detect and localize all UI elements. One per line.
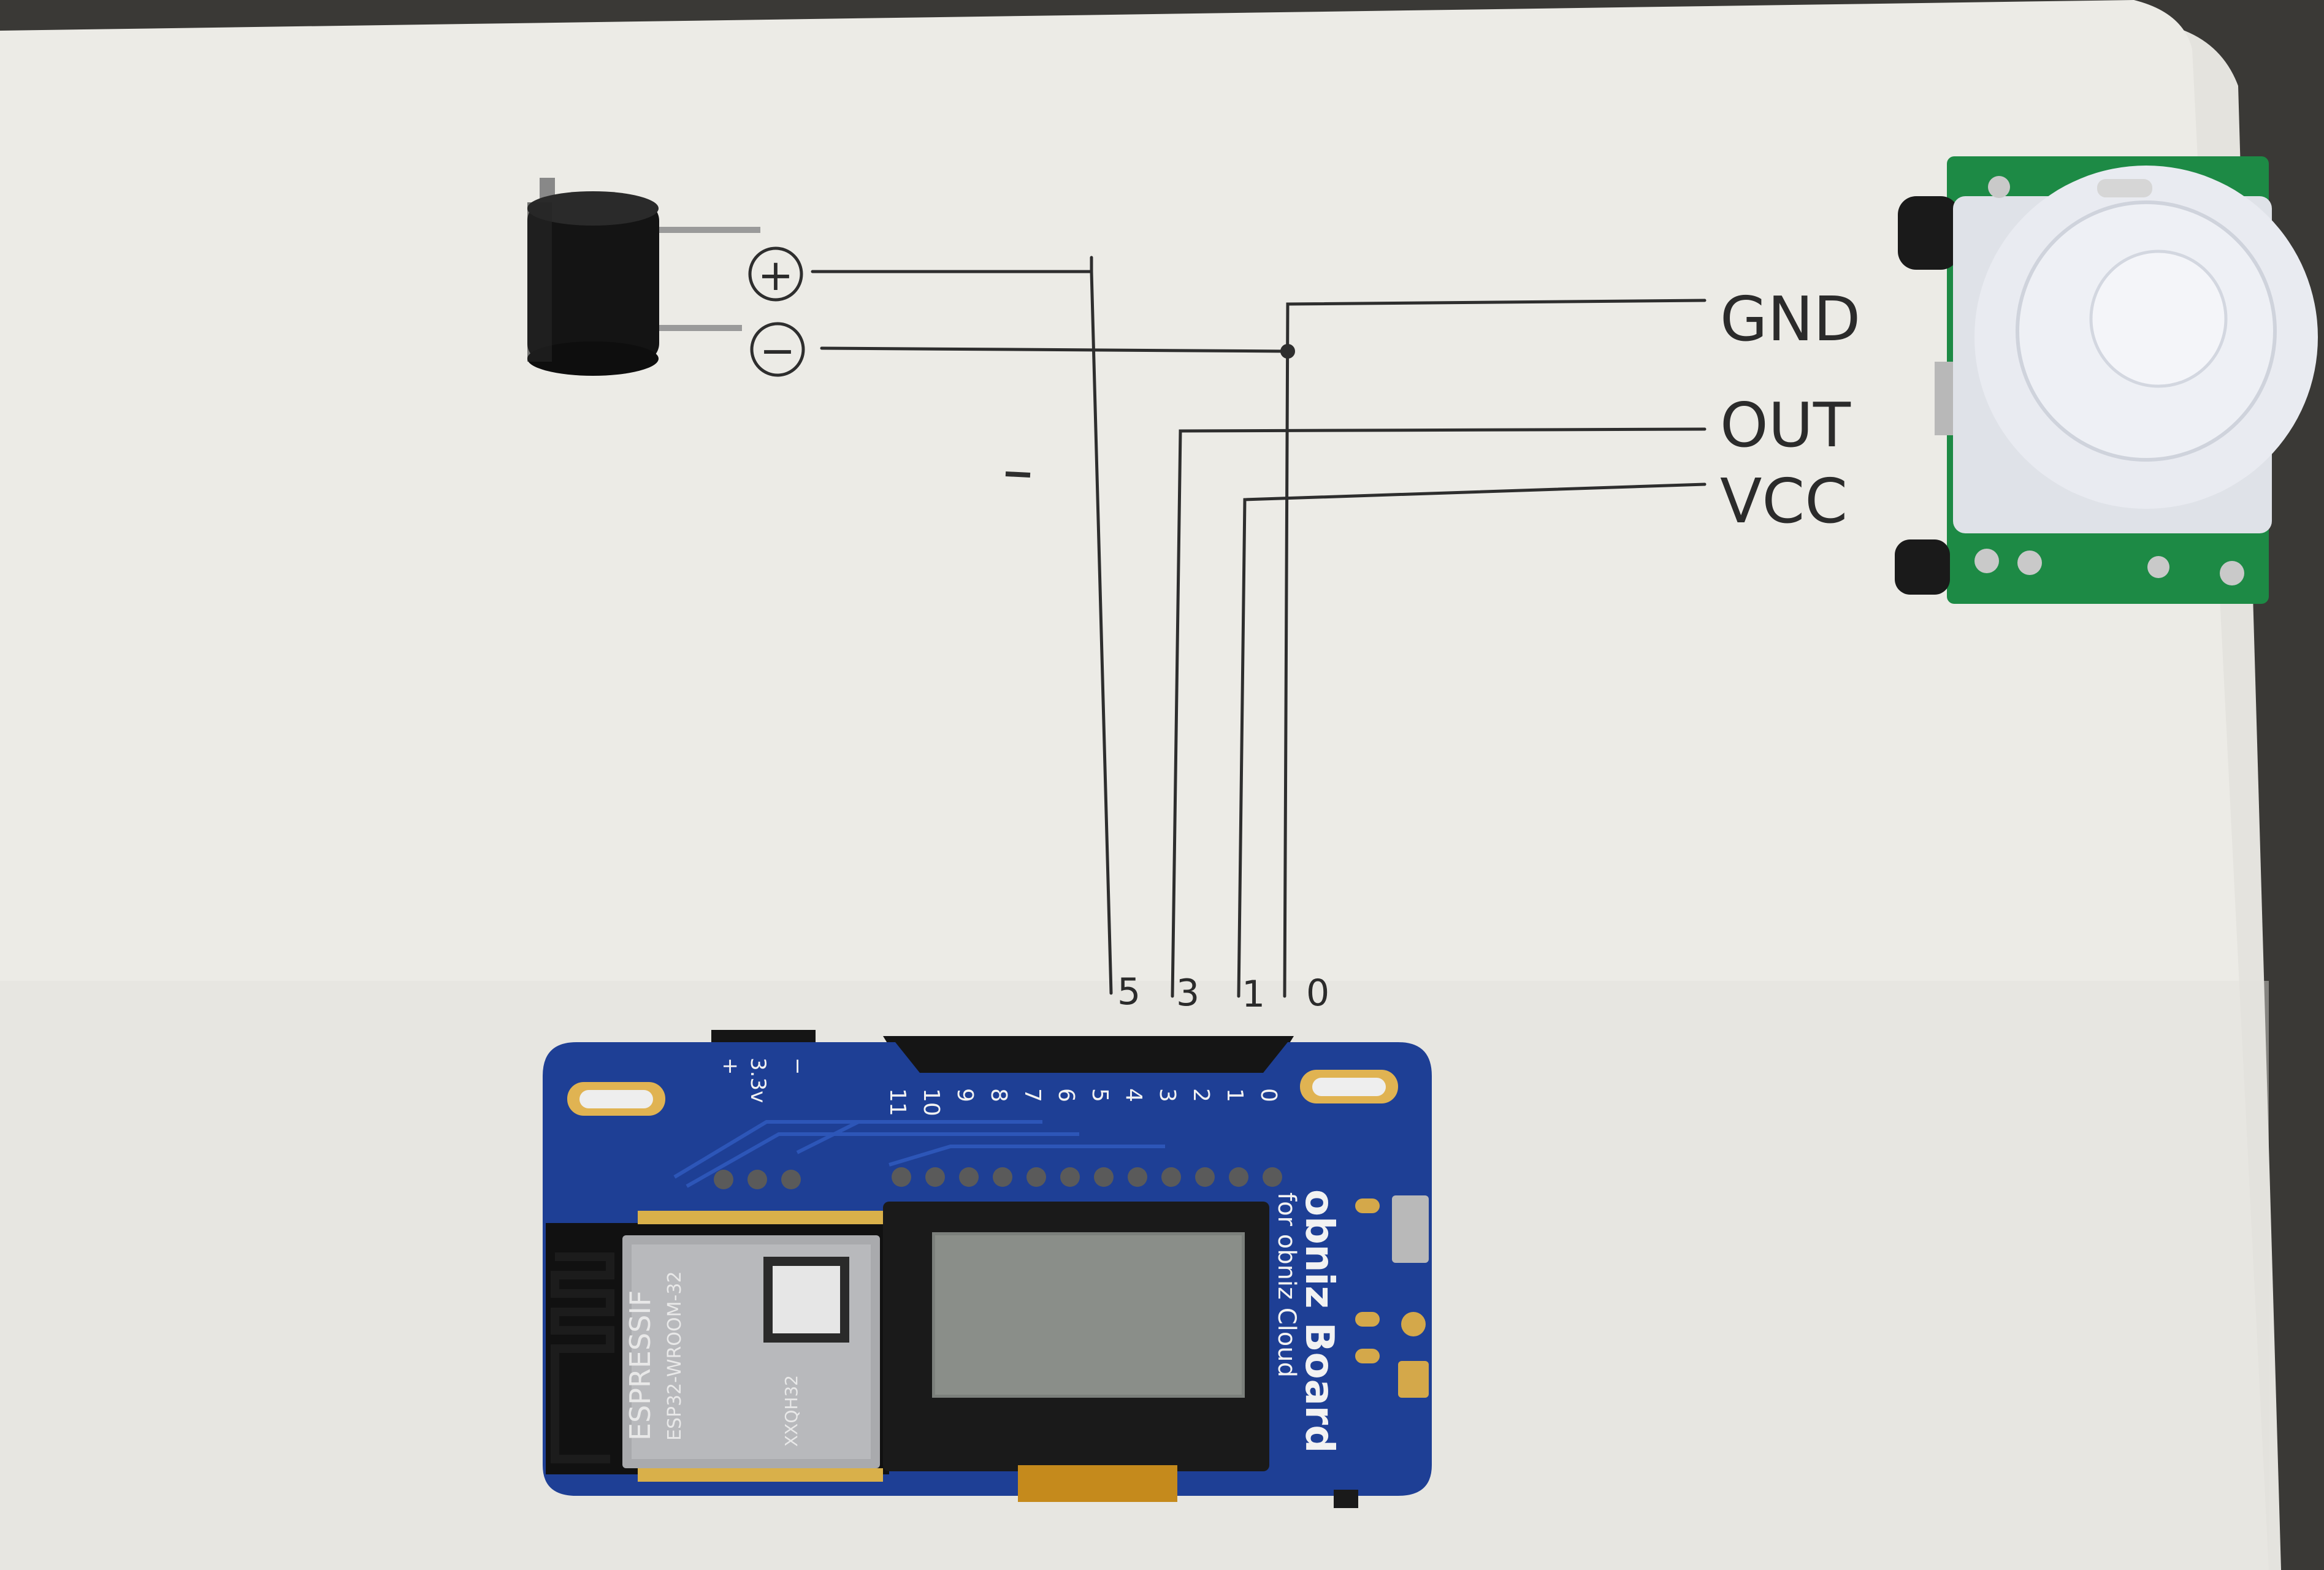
board-subtitle: for obniz Cloud <box>1272 1192 1301 1378</box>
plus-symbol-circle <box>748 246 803 302</box>
junction-dot <box>1280 344 1295 359</box>
io-label-3: 3 <box>1176 972 1199 1015</box>
board-pin-5: 5 <box>1087 1088 1112 1102</box>
obniz-board: 11 10 9 8 7 6 5 4 3 2 1 0 3.3v + − ESPRE… <box>543 1030 1432 1508</box>
board-pin-2: 2 <box>1188 1088 1214 1102</box>
module-model: ESP32-WROOM-32 <box>664 1271 686 1441</box>
buzzer-minus-label: − <box>760 326 796 376</box>
buzzer <box>527 178 760 376</box>
buzzer-plus-label: + <box>758 250 794 300</box>
board-brand: obniz Board <box>1296 1189 1342 1453</box>
board-pin-11: 11 <box>885 1088 910 1116</box>
io-label-5: 5 <box>1117 970 1141 1013</box>
board-pin-3: 3 <box>1155 1088 1180 1102</box>
pir-vcc-label: VCC <box>1720 465 1848 537</box>
board-pin-0: 0 <box>1256 1088 1281 1102</box>
module-sub-model: XXQH32 <box>781 1375 801 1447</box>
board-pin-10: 10 <box>919 1088 944 1116</box>
board-pin-8: 8 <box>986 1088 1011 1102</box>
pir-sensor <box>1895 156 2318 604</box>
board-pin-1: 1 <box>1222 1088 1247 1102</box>
minus-symbol-circle <box>750 322 805 377</box>
pir-gnd-label: GND <box>1720 283 1860 355</box>
io-label-0: 0 <box>1306 972 1329 1015</box>
wiring-sketch <box>811 256 1707 998</box>
board-pin-9: 9 <box>952 1088 977 1102</box>
board-power-plus-label: + <box>718 1057 743 1075</box>
board-pin-7: 7 <box>1020 1088 1045 1102</box>
board-pin-6: 6 <box>1053 1088 1079 1102</box>
board-power-minus-label: − <box>785 1057 810 1075</box>
pir-out-label: OUT <box>1720 389 1851 461</box>
board-power-3v3-label: 3.3v <box>746 1057 770 1103</box>
board-pin-4: 4 <box>1121 1088 1146 1102</box>
module-maker: ESPRESSIF <box>624 1290 657 1441</box>
stray-mark <box>1005 471 1031 478</box>
io-label-1: 1 <box>1242 973 1265 1016</box>
